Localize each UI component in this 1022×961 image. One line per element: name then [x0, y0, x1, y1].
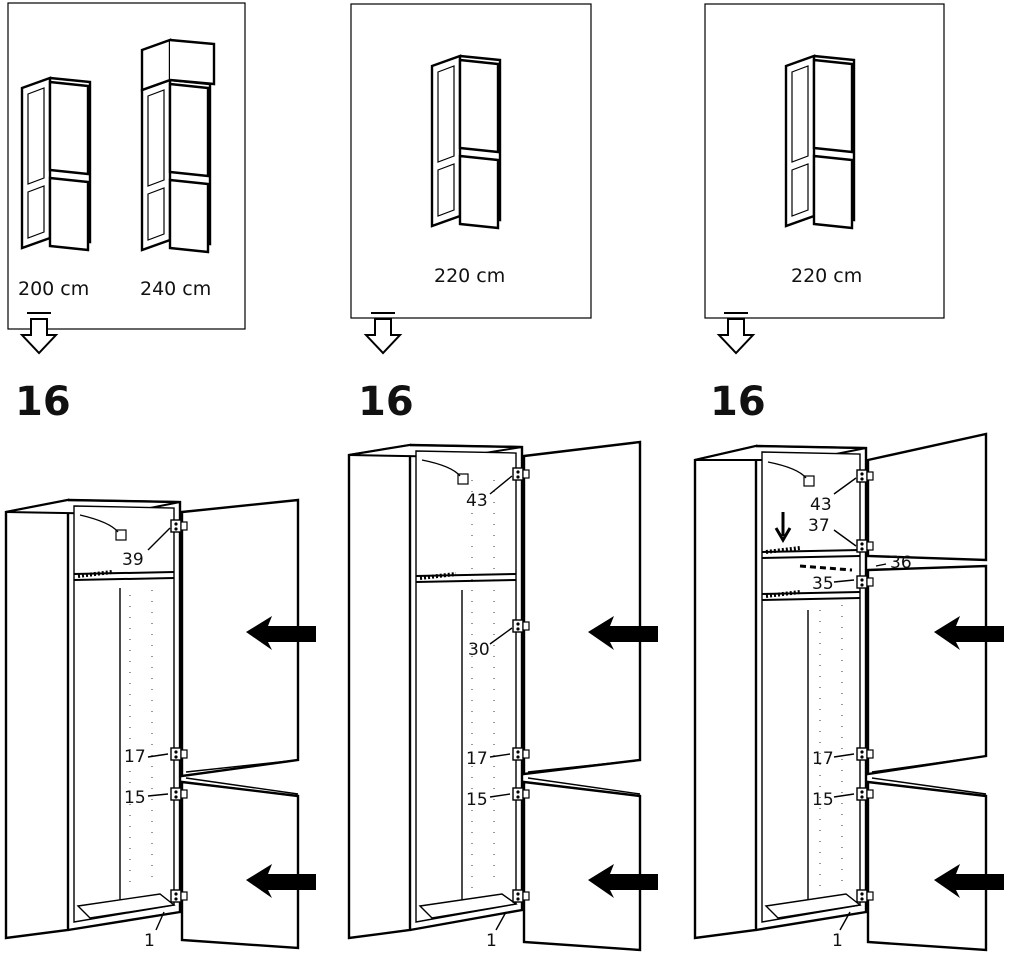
- step-number: 16: [358, 379, 414, 425]
- part-callout: 15: [812, 790, 834, 810]
- part-callout: 17: [466, 749, 488, 769]
- cabinet-illustration: [347, 440, 658, 952]
- part-callout: 15: [466, 790, 488, 810]
- part-callout: 39: [122, 550, 144, 570]
- part-callout: 15: [124, 788, 146, 808]
- variant-caption: 220 cm: [791, 265, 862, 287]
- part-callout: 43: [810, 495, 832, 515]
- variant-caption: 240 cm: [140, 278, 211, 300]
- part-callout: 1: [144, 931, 155, 951]
- fridge-240-illustration: [140, 38, 216, 254]
- fridge-200-illustration: [20, 76, 92, 252]
- fridge-220-illustration: [430, 54, 502, 230]
- variant-caption: 200 cm: [18, 278, 89, 300]
- panel-2-variant: 220 cm: [350, 3, 592, 319]
- step-number: 16: [710, 379, 766, 425]
- cabinet-illustration: [693, 432, 1004, 952]
- part-callout: 35: [812, 574, 834, 594]
- small-down-arrow-icon: [774, 512, 792, 543]
- step-number: 16: [15, 379, 71, 425]
- down-arrow-icon: [365, 312, 401, 354]
- cabinet-illustration: [4, 498, 316, 950]
- fridge-220-illustration: [784, 54, 856, 230]
- panel-3-variant: 220 cm: [704, 3, 945, 319]
- part-callout: 43: [466, 491, 488, 511]
- part-callout: 1: [486, 931, 497, 951]
- part-callout: 17: [124, 747, 146, 767]
- part-callout: 30: [468, 640, 490, 660]
- part-callout: 37: [808, 516, 830, 536]
- variant-caption: 220 cm: [434, 265, 505, 287]
- part-callout: 36: [890, 553, 912, 573]
- part-callout: 1: [832, 931, 843, 951]
- down-arrow-icon: [718, 312, 754, 354]
- panel-1-variants: 200 cm 240 cm: [7, 2, 246, 330]
- part-callout: 17: [812, 749, 834, 769]
